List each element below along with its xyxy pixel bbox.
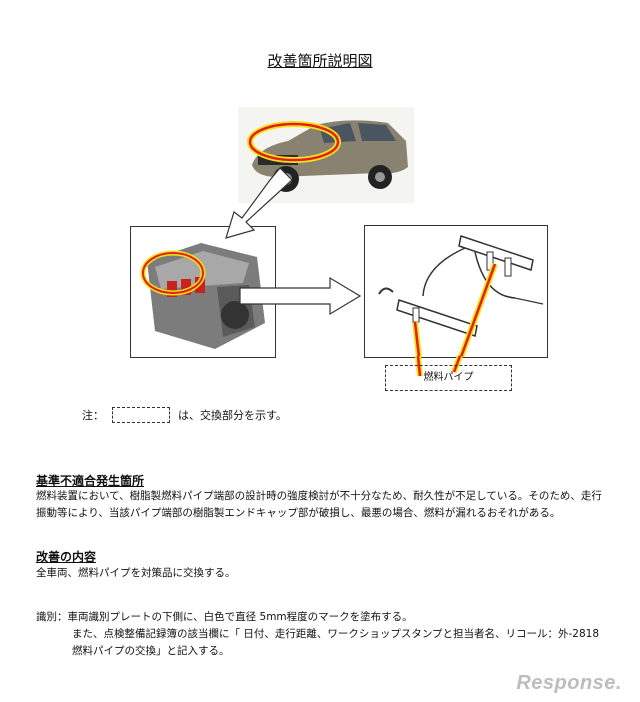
callout-arrows <box>225 167 463 377</box>
document-title: 改善箇所説明図 <box>0 50 640 71</box>
section-heading-remedy: 改善の内容 <box>36 550 97 564</box>
note-prefix: 注： <box>82 409 104 422</box>
fuel-pipe-diagram <box>364 225 548 359</box>
legend-note: 注： は、交換部分を示す。 <box>82 407 287 423</box>
fuel-pipe-label-text: 燃料パイプ <box>423 372 474 383</box>
note-suffix: は、交換部分を示す。 <box>178 409 287 422</box>
identification-line-2: また、点検整備記録簿の該当欄に「 日付、走行距離、ワークショップスタンプと担当者… <box>72 628 600 657</box>
section-heading-defect: 基準不適合発生箇所 <box>36 474 145 488</box>
response-watermark-logo: Response. <box>516 672 622 694</box>
fuel-pipe-label: 燃料パイプ <box>385 365 512 391</box>
section-body-defect: 燃料装置において、樹脂製燃料パイプ端部の設計時の強度検討が不十分なため、耐久性が… <box>36 490 602 519</box>
dashed-box-legend <box>112 407 170 423</box>
section-body-remedy: 全車両、燃料パイプを対策品に交換する。 <box>36 567 236 579</box>
identification-line-1: 識別：車両識別プレートの下側に、白色で直径 5mm程度のマークを塗布する。 <box>36 611 413 623</box>
title-text: 改善箇所説明図 <box>267 52 373 70</box>
